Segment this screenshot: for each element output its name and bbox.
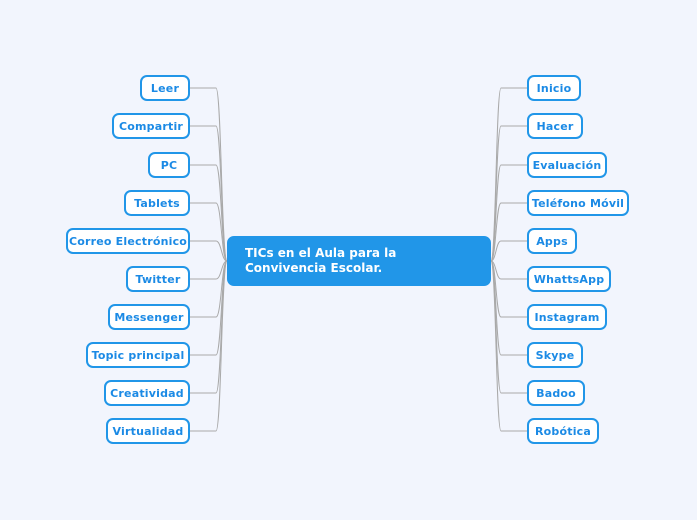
connector-line (490, 87, 527, 262)
connector-line (490, 164, 527, 262)
topic-node-label: Twitter (135, 272, 181, 286)
topic-node-virtualidad[interactable]: Virtualidad (106, 418, 190, 444)
connector-line (190, 260, 228, 356)
connector-line (190, 240, 228, 262)
topic-node-label: Hacer (536, 119, 574, 133)
connector-line (490, 260, 527, 280)
connector-line (490, 260, 527, 432)
connector-line (190, 260, 228, 432)
topic-node-hacer[interactable]: Hacer (527, 113, 583, 139)
central-topic-label: TICs en el Aula para la Convivencia Esco… (245, 246, 397, 275)
topic-node-label: Leer (150, 81, 180, 95)
topic-node-label: Skype (535, 348, 575, 362)
topic-node-compartir[interactable]: Compartir (112, 113, 190, 139)
topic-node-label: Evaluación (532, 158, 602, 172)
connector-line (490, 260, 527, 318)
topic-node-label: Compartir (118, 119, 184, 133)
topic-node-label: Topic principal (91, 348, 185, 362)
connector-line (190, 260, 228, 394)
topic-node-label: Tablets (134, 196, 180, 210)
connector-line (190, 125, 228, 262)
topic-node-label: Instagram (534, 310, 600, 324)
topic-node-evaluacion[interactable]: Evaluación (527, 152, 607, 178)
connector-line (490, 240, 527, 262)
topic-node-creatividad[interactable]: Creatividad (104, 380, 190, 406)
topic-node-label: Virtualidad (112, 424, 184, 438)
topic-node-label: Correo Electrónico (68, 234, 188, 248)
topic-node-apps[interactable]: Apps (527, 228, 577, 254)
topic-node-inicio[interactable]: Inicio (527, 75, 581, 101)
connector-line (490, 260, 527, 356)
connector-line (190, 164, 228, 262)
topic-node-topic-principal[interactable]: Topic principal (86, 342, 190, 368)
topic-node-badoo[interactable]: Badoo (527, 380, 585, 406)
topic-node-leer[interactable]: Leer (140, 75, 190, 101)
topic-node-messenger[interactable]: Messenger (108, 304, 190, 330)
connector-line (490, 202, 527, 262)
topic-node-label: Teléfono Móvil (531, 196, 625, 210)
central-topic-node[interactable]: TICs en el Aula para la Convivencia Esco… (227, 236, 491, 286)
connector-line (490, 125, 527, 262)
topic-node-label: Apps (536, 234, 568, 248)
topic-node-tablets[interactable]: Tablets (124, 190, 190, 216)
connector-line (190, 202, 228, 262)
connector-line (490, 260, 527, 394)
topic-node-label: Badoo (536, 386, 576, 400)
topic-node-label: Creatividad (110, 386, 184, 400)
topic-node-pc[interactable]: PC (148, 152, 190, 178)
connector-line (190, 260, 228, 280)
topic-node-label: Inicio (536, 81, 572, 95)
topic-node-twitter[interactable]: Twitter (126, 266, 190, 292)
topic-node-telefono-movil[interactable]: Teléfono Móvil (527, 190, 629, 216)
connector-line (190, 87, 228, 262)
connector-line (190, 260, 228, 318)
topic-node-instagram[interactable]: Instagram (527, 304, 607, 330)
topic-node-label: Robótica (534, 424, 592, 438)
topic-node-label: Messenger (114, 310, 184, 324)
topic-node-label: WhattsApp (533, 272, 605, 286)
topic-node-whattsapp[interactable]: WhattsApp (527, 266, 611, 292)
topic-node-skype[interactable]: Skype (527, 342, 583, 368)
topic-node-correo-electronico[interactable]: Correo Electrónico (66, 228, 190, 254)
topic-node-robotica[interactable]: Robótica (527, 418, 599, 444)
topic-node-label: PC (160, 158, 178, 172)
